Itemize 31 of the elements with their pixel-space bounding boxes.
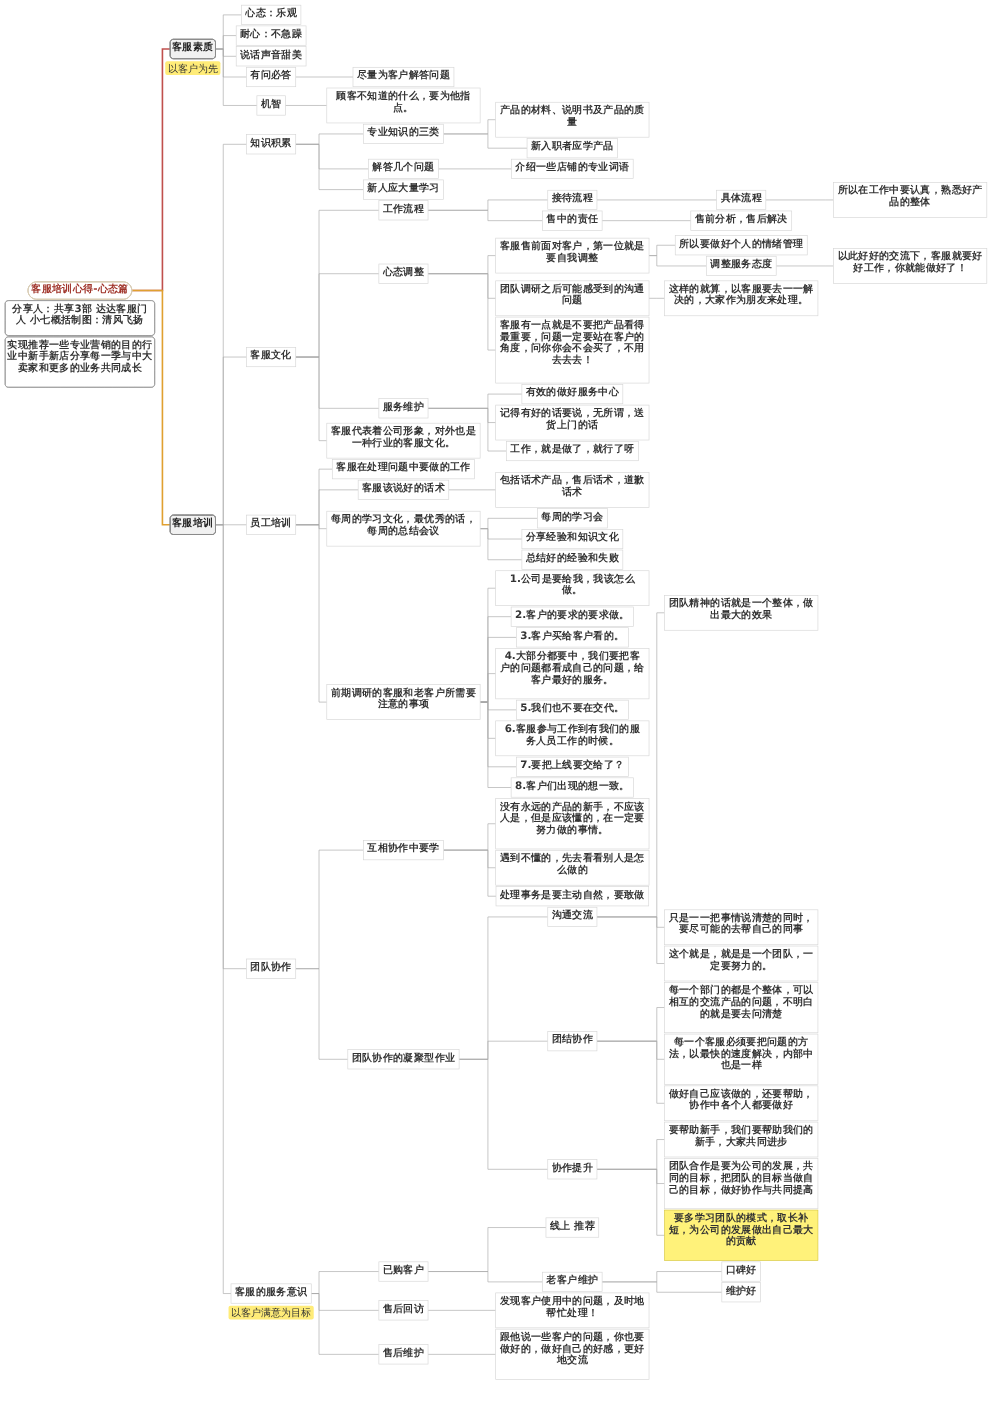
- connector: [648, 255, 707, 267]
- connector: [427, 1354, 496, 1355]
- connector: [596, 1168, 665, 1236]
- connector: [601, 1281, 723, 1293]
- connector: [479, 528, 523, 561]
- connector: [601, 220, 692, 221]
- connector: [427, 408, 507, 452]
- connector: [596, 916, 665, 964]
- connector: [427, 1310, 496, 1311]
- connector: [427, 210, 543, 221]
- connector: [596, 1040, 665, 1104]
- connector: [295, 143, 364, 190]
- connector: [438, 168, 512, 170]
- connector: [215, 524, 232, 1294]
- connector: [765, 199, 834, 201]
- connector: [448, 489, 496, 491]
- connector: [458, 1058, 549, 1170]
- connector: [285, 105, 328, 106]
- connector: [310, 1293, 380, 1355]
- connector: [131, 289, 171, 526]
- connector: [427, 1271, 543, 1283]
- connector: [596, 199, 717, 201]
- connector: [443, 133, 528, 149]
- connector: [427, 273, 496, 351]
- connector: [295, 524, 328, 703]
- connector: [215, 48, 258, 106]
- connector: [648, 298, 665, 299]
- connector: [443, 849, 497, 897]
- connector: [479, 701, 512, 788]
- connector: [295, 968, 349, 1060]
- connector: [295, 356, 328, 441]
